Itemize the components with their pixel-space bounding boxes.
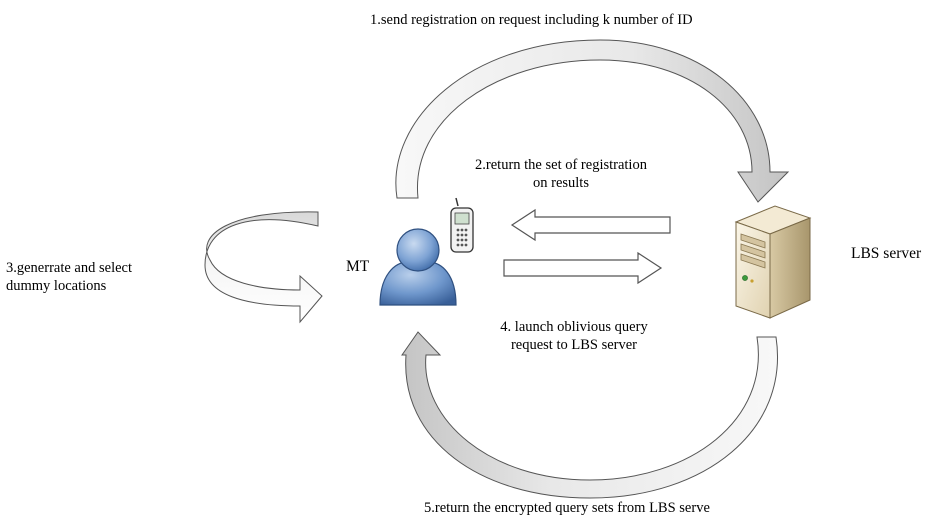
step4-label-line2: request to LBS server bbox=[510, 337, 638, 353]
step1-arc-arrow bbox=[395, 39, 790, 203]
server-icon bbox=[734, 205, 812, 319]
step3-label-line1: 3.generrate and select bbox=[6, 260, 132, 276]
step3-label-line2: dummy locations bbox=[6, 278, 107, 294]
step2-label-line2: on results bbox=[533, 175, 589, 191]
step3-curl-arrow bbox=[204, 211, 323, 324]
step5-arc-arrow bbox=[401, 331, 778, 499]
step1-label: 1.send registration on request including… bbox=[370, 12, 693, 28]
step5-label: 5.return the encrypted query sets from L… bbox=[424, 500, 710, 516]
mobile-phone-icon bbox=[450, 197, 474, 253]
step2-label-line1: 2.return the set of registration bbox=[475, 157, 647, 173]
mt-label: MT bbox=[346, 258, 370, 275]
server-label: LBS server bbox=[851, 245, 922, 262]
step3-label: 3.generrate and select dummy locations bbox=[6, 259, 132, 295]
step2-label: 2.return the set of registration on resu… bbox=[466, 156, 656, 192]
user-icon bbox=[379, 228, 457, 306]
step2-left-arrow bbox=[510, 208, 671, 242]
step4-label-line1: 4. launch oblivious query bbox=[500, 319, 648, 335]
step4-right-arrow bbox=[503, 251, 663, 285]
step4-label: 4. launch oblivious query request to LBS… bbox=[488, 318, 660, 354]
